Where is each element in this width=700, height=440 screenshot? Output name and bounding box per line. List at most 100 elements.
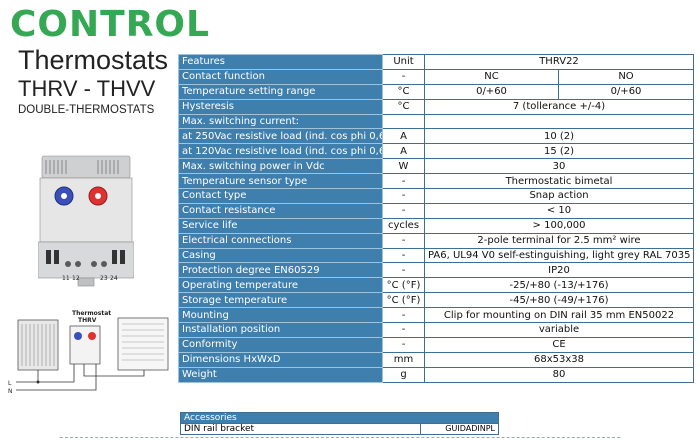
spec-value-nc: 0/+60: [424, 83, 559, 100]
spec-unit: °C (°F): [382, 292, 425, 309]
terminal-label-23: 23: [100, 275, 108, 282]
spec-value: PA6, UL94 V0 self-estinguishing, light g…: [423, 247, 695, 264]
spec-unit: -: [382, 173, 425, 190]
spec-row: Protection degree EN60529-IP20: [178, 262, 695, 279]
scheme-label-2: THRV: [78, 317, 97, 324]
terminal-label-11: 11: [62, 275, 70, 282]
spec-unit: -: [382, 336, 425, 353]
spec-unit: -: [382, 202, 425, 219]
spec-unit: -: [382, 307, 425, 324]
scheme-wire-l: L: [8, 380, 12, 387]
spec-value: THRV22: [423, 54, 695, 70]
spec-unit: -: [382, 322, 425, 338]
spec-unit: Unit: [382, 54, 425, 70]
spec-feature: Casing: [178, 247, 383, 264]
spec-row: Contact resistance-< 10: [178, 202, 695, 219]
spec-feature: Protection degree EN60529: [178, 262, 383, 279]
spec-unit: °C: [382, 83, 425, 100]
spec-row: Temperature sensor type-Thermostatic bim…: [178, 173, 695, 190]
spec-row: Conformity-CE: [178, 336, 695, 353]
spec-feature: Temperature setting range: [178, 83, 383, 100]
scheme-wire-n: N: [8, 388, 13, 395]
accessories-table: Accessories DIN rail bracket GUIDADINPL: [180, 412, 499, 435]
spec-feature: at 250Vac resistive load (ind. cos phi 0…: [178, 128, 383, 145]
spec-feature: Contact function: [178, 68, 383, 85]
spec-feature: Contact resistance: [178, 202, 383, 219]
spec-feature: Service life: [178, 217, 383, 234]
spec-unit: mm: [382, 351, 425, 368]
spec-feature: Storage temperature: [178, 292, 383, 309]
spec-value: > 100,000: [423, 217, 695, 234]
spec-unit: -: [382, 188, 425, 204]
spec-unit: °C (°F): [382, 277, 425, 294]
spec-unit: g: [382, 366, 425, 383]
accessory-item-code: GUIDADINPL: [420, 423, 499, 435]
spec-value: IP20: [423, 262, 695, 279]
spec-row: Casing-PA6, UL94 V0 self-estinguishing, …: [178, 247, 695, 264]
wiring-scheme-diagram: [16, 317, 169, 391]
spec-value: 2-pole terminal for 2.5 mm² wire: [423, 232, 695, 249]
spec-feature: Installation position: [178, 322, 383, 338]
spec-value: -25/+80 (-13/+176): [423, 277, 695, 294]
spec-feature: Contact type: [178, 188, 383, 204]
spec-value: [423, 113, 695, 130]
spec-unit: -: [382, 262, 425, 279]
spec-feature: Conformity: [178, 336, 383, 353]
spec-feature: Temperature sensor type: [178, 173, 383, 190]
spec-value: 30: [423, 158, 695, 175]
spec-row: Operating temperature°C (°F)-25/+80 (-13…: [178, 277, 695, 294]
spec-row: Electrical connections-2-pole terminal f…: [178, 232, 695, 249]
spec-value: Clip for mounting on DIN rail 35 mm EN50…: [423, 307, 695, 324]
spec-feature: at 120Vac resistive load (ind. cos phi 0…: [178, 143, 383, 160]
spec-unit: -: [382, 232, 425, 249]
spec-feature: Max. switching current:: [178, 113, 383, 130]
spec-value: -45/+80 (-49/+176): [423, 292, 695, 309]
spec-value-nc: NC: [424, 68, 559, 85]
terminal-label-12: 12: [72, 275, 80, 282]
spec-feature: Electrical connections: [178, 232, 383, 249]
spec-feature: Hysteresis: [178, 98, 383, 115]
thermostat-device-image: [38, 155, 134, 287]
spec-unit: -: [382, 247, 425, 264]
spec-value: CE: [423, 336, 695, 353]
spec-unit: A: [382, 143, 425, 160]
footer-divider: [60, 437, 620, 439]
section-heading: CONTROL: [10, 4, 210, 45]
spec-unit: W: [382, 158, 425, 175]
spec-row: Max. switching current:: [178, 113, 695, 130]
product-title: Thermostats: [18, 45, 169, 75]
spec-row: Installation position-variable: [178, 322, 695, 338]
product-models: THRV - THVV: [18, 76, 156, 101]
spec-value: Snap action: [423, 188, 695, 204]
accessory-item-label: DIN rail bracket: [180, 423, 421, 435]
spec-value: 7 (tollerance +/-4): [423, 98, 695, 115]
scheme-label-1: Thermostat: [72, 310, 112, 317]
spec-value-no: NO: [557, 68, 695, 85]
spec-feature: Mounting: [178, 307, 383, 324]
spec-unit: cycles: [382, 217, 425, 234]
spec-feature: Dimensions HxWxD: [178, 351, 383, 368]
spec-row: at 120Vac resistive load (ind. cos phi 0…: [178, 143, 695, 160]
spec-unit: °C: [382, 98, 425, 115]
spec-value: variable: [423, 322, 695, 338]
spec-feature: Operating temperature: [178, 277, 383, 294]
spec-row: Contact type-Snap action: [178, 188, 695, 204]
spec-unit: A: [382, 128, 425, 145]
spec-unit: [382, 113, 425, 130]
terminal-label-24: 24: [110, 275, 118, 282]
spec-feature: Weight: [178, 366, 383, 383]
spec-feature: Features: [178, 54, 383, 70]
spec-value: 15 (2): [423, 143, 695, 160]
spec-value: Thermostatic bimetal: [423, 173, 695, 190]
spec-value: < 10: [423, 202, 695, 219]
spec-value-no: 0/+60: [557, 83, 695, 100]
spec-value: 68x53x38: [423, 351, 695, 368]
spec-feature: Max. switching power in Vdc: [178, 158, 383, 175]
spec-unit: -: [382, 68, 425, 85]
